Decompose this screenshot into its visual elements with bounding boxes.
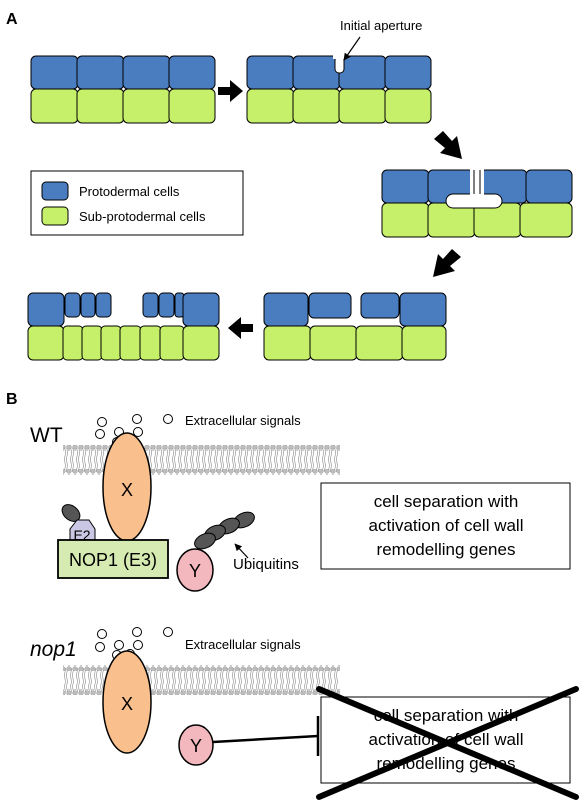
protodermal-cell [168, 55, 216, 90]
stage-3-tissue [381, 168, 573, 238]
mutant-x-label: X [121, 694, 133, 714]
protodermal-cell [246, 55, 295, 90]
sub-protodermal-cell [401, 325, 447, 361]
legend-swatch-protodermal [41, 181, 69, 201]
stage-1-tissue [30, 55, 216, 124]
sub-protodermal-cell [62, 325, 84, 361]
stage-5-tissue [27, 292, 220, 361]
stage-4-tissue [263, 292, 447, 361]
wt-outcome-box [320, 482, 571, 570]
mutant-genotype-label: nop1 [30, 638, 77, 661]
wt-e2-label: E2 [73, 527, 90, 543]
sub-protodermal-cell [519, 202, 573, 238]
arrow-right [218, 80, 243, 102]
sub-protodermal-cell [182, 325, 220, 361]
wt-outcome-line-1: cell separation with [374, 492, 519, 511]
protodermal-cell [76, 55, 125, 90]
stage-2-tissue [246, 55, 432, 124]
sub-protodermal-cell [246, 88, 295, 124]
sub-protodermal-cell [309, 325, 358, 361]
protodermal-cell [308, 292, 352, 319]
legend-label-protodermal: Protodermal cells [79, 184, 180, 199]
sub-protodermal-cell [159, 325, 185, 361]
protodermal-layer [30, 55, 216, 90]
protodermal-cell [360, 292, 400, 319]
sub-protodermal-cell [27, 325, 65, 361]
protodermal-cell [399, 292, 447, 327]
cross-out-line-2 [316, 686, 579, 800]
sub-protodermal-cell [122, 88, 171, 124]
protodermal-cell [525, 169, 573, 204]
arrow-down-left [433, 249, 461, 277]
initial-aperture-label: Initial aperture [340, 18, 422, 33]
mutant-outcome-line-1: cell separation with [374, 706, 519, 725]
arrow-left [228, 317, 253, 339]
ubiquitin-chain [194, 511, 255, 550]
mutant-x-receptor [102, 650, 152, 754]
protodermal-cell [381, 169, 430, 204]
inhibition-line [212, 734, 319, 744]
ubiquitin-pointer [234, 543, 249, 559]
protodermal-cell [95, 292, 112, 318]
panel-a-label: A [6, 11, 18, 28]
protodermal-cell [338, 55, 387, 90]
sub-protodermal-cell [30, 88, 79, 124]
panel-b-label: B [6, 391, 18, 408]
sub-protodermal-cell [338, 88, 387, 124]
wt-x-label: X [121, 480, 133, 500]
wt-outcome-line-2: activation of cell wall [369, 516, 524, 535]
protodermal-cell [292, 55, 341, 90]
protodermal-cell [122, 55, 171, 90]
sub-protodermal-cell [119, 325, 142, 361]
mutant-y-label: Y [190, 736, 202, 756]
protodermal-cell [384, 55, 432, 90]
sub-protodermal-cell [263, 325, 312, 361]
sub-protodermal-cell [76, 88, 125, 124]
protodermal-cell [80, 292, 96, 318]
wt-model: WT Extracellular signals X E2 NOP1 (E3) [30, 413, 571, 592]
legend-swatch-sub-protodermal [41, 206, 69, 226]
protodermal-cell [158, 292, 175, 318]
aperture-pointer [343, 36, 361, 61]
wt-e2-tail-icon [61, 504, 81, 522]
protodermal-cell [64, 292, 81, 318]
wt-signals-label: Extracellular signals [185, 413, 301, 428]
wt-y-protein [176, 548, 214, 592]
sub-protodermal-cell [100, 325, 122, 361]
legend-label-sub-protodermal: Sub-protodermal cells [79, 209, 206, 224]
mutant-model: nop1 Extracellular signals X Y cell sepa… [30, 627, 579, 800]
mutant-y-protein [178, 724, 214, 766]
sub-protodermal-cell [384, 88, 432, 124]
mutant-signals-label: Extracellular signals [185, 637, 301, 652]
sub-protodermal-cell [139, 325, 162, 361]
sub-protodermal-cell [292, 88, 341, 124]
wt-outcome-line-3: remodelling genes [377, 540, 516, 559]
sub-protodermal-cell [381, 202, 430, 238]
wt-y-label: Y [189, 561, 201, 581]
sub-protodermal-cell [355, 325, 404, 361]
protodermal-cell [182, 292, 220, 327]
sub-protodermal-layer [30, 88, 216, 124]
wt-nop1-label: NOP1 (E3) [69, 550, 157, 570]
wt-genotype-label: WT [30, 424, 63, 447]
protodermal-cell [30, 55, 79, 90]
sub-protodermal-cell [81, 325, 103, 361]
sub-protodermal-cell [168, 88, 216, 124]
wt-nop1-box [57, 539, 169, 579]
legend: Protodermal cells Sub-protodermal cells [30, 170, 244, 236]
arrow-down-right [434, 131, 462, 159]
protodermal-cell [142, 292, 159, 318]
protodermal-cell [263, 292, 309, 327]
ubiquitins-label: Ubiquitins [233, 556, 299, 573]
protodermal-cell [27, 292, 65, 327]
